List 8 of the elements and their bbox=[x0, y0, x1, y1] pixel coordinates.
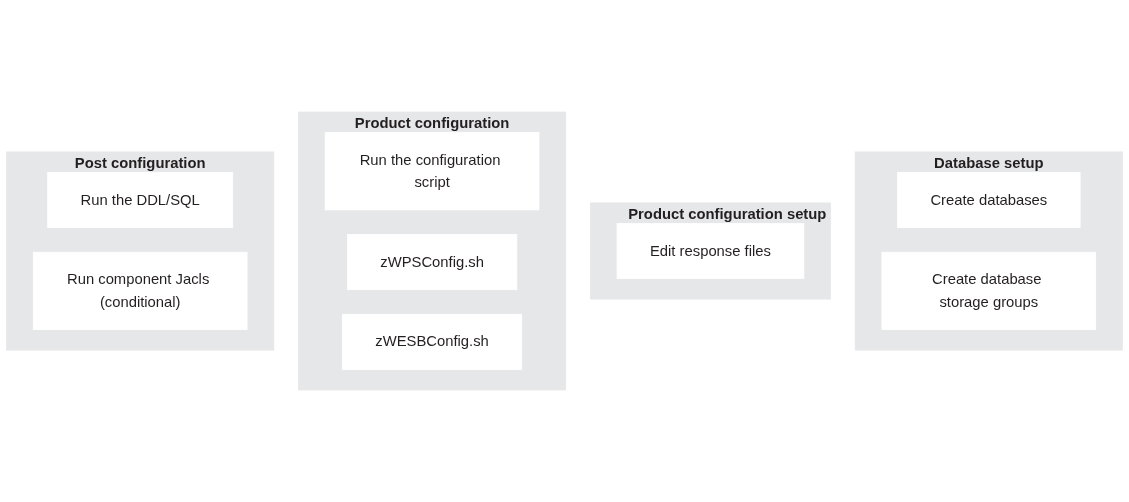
node-box: zWESBConfig.sh bbox=[342, 313, 523, 370]
node-box: Run the configuration script bbox=[324, 132, 540, 211]
node-box: Edit response files bbox=[616, 223, 805, 279]
node-box: Run the DDL/SQL bbox=[47, 172, 234, 228]
node-box: Create database storage groups bbox=[881, 251, 1097, 330]
node-box: zWPSConfig.sh bbox=[346, 234, 518, 291]
node-box: Create databases bbox=[897, 172, 1081, 228]
node-box: Run component Jacls (conditional) bbox=[32, 251, 248, 330]
